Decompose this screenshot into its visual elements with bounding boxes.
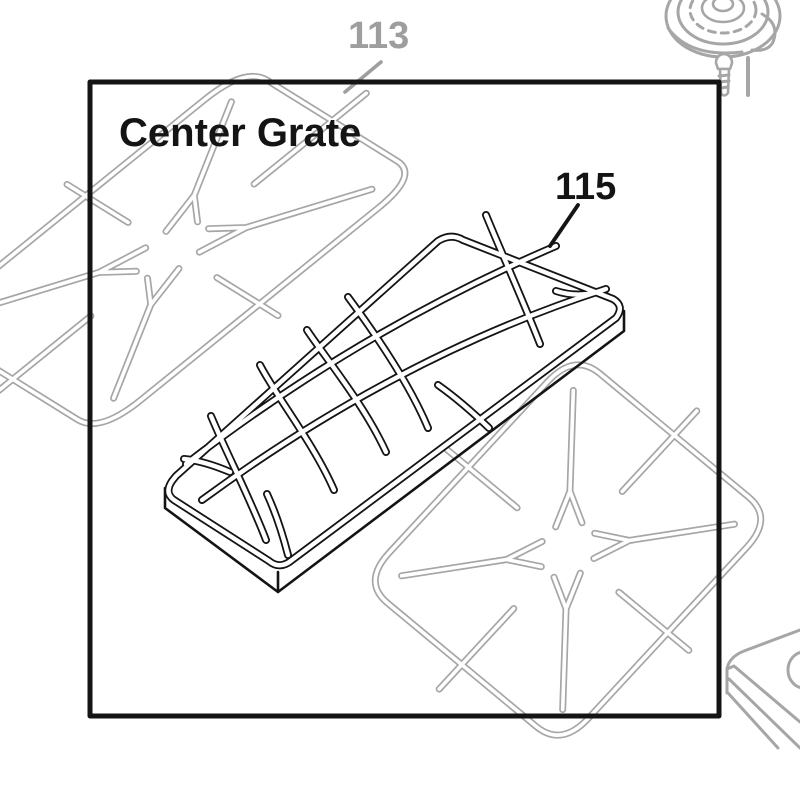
diagram-title: Center Grate <box>119 111 361 155</box>
center-grate-base <box>163 309 626 594</box>
burner-assembly-drawing <box>664 0 782 59</box>
callout-113-leader <box>343 60 383 94</box>
callout-115-label: 115 <box>555 166 616 208</box>
screw-drawing <box>714 52 734 97</box>
background-grate-left-drawing <box>0 28 472 473</box>
center-grate-drawing <box>168 215 619 565</box>
callout-115-leader <box>548 203 580 248</box>
cooktop-corner-drawing <box>725 628 800 750</box>
diagram-frame <box>87 79 722 719</box>
callout-113-label: 113 <box>348 15 409 57</box>
